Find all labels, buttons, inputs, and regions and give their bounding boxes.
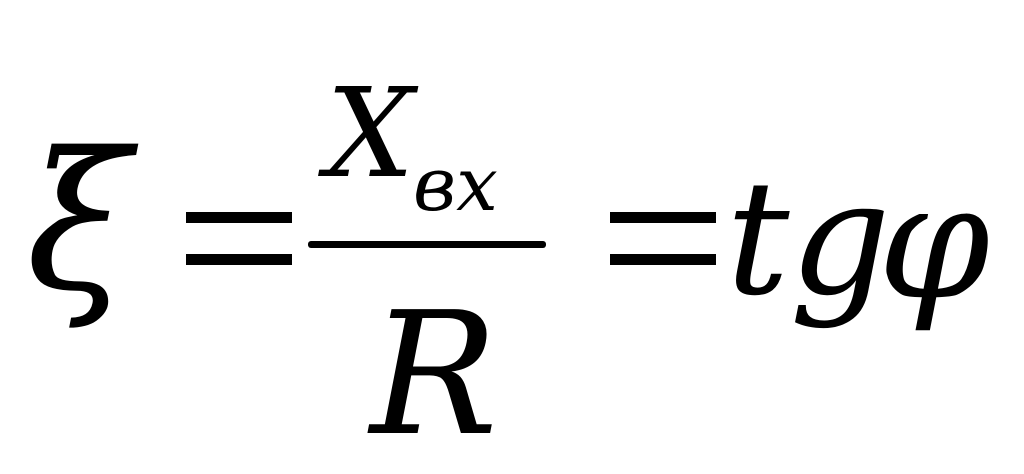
numerator-x: X <box>326 62 415 206</box>
phi-symbol: φ <box>878 148 991 335</box>
fraction-bar <box>308 241 546 248</box>
tg-function: tg <box>726 147 891 331</box>
xi-symbol: ξ <box>26 112 131 333</box>
denominator-r: R <box>370 276 498 474</box>
numerator-subscript: вх <box>413 142 498 228</box>
